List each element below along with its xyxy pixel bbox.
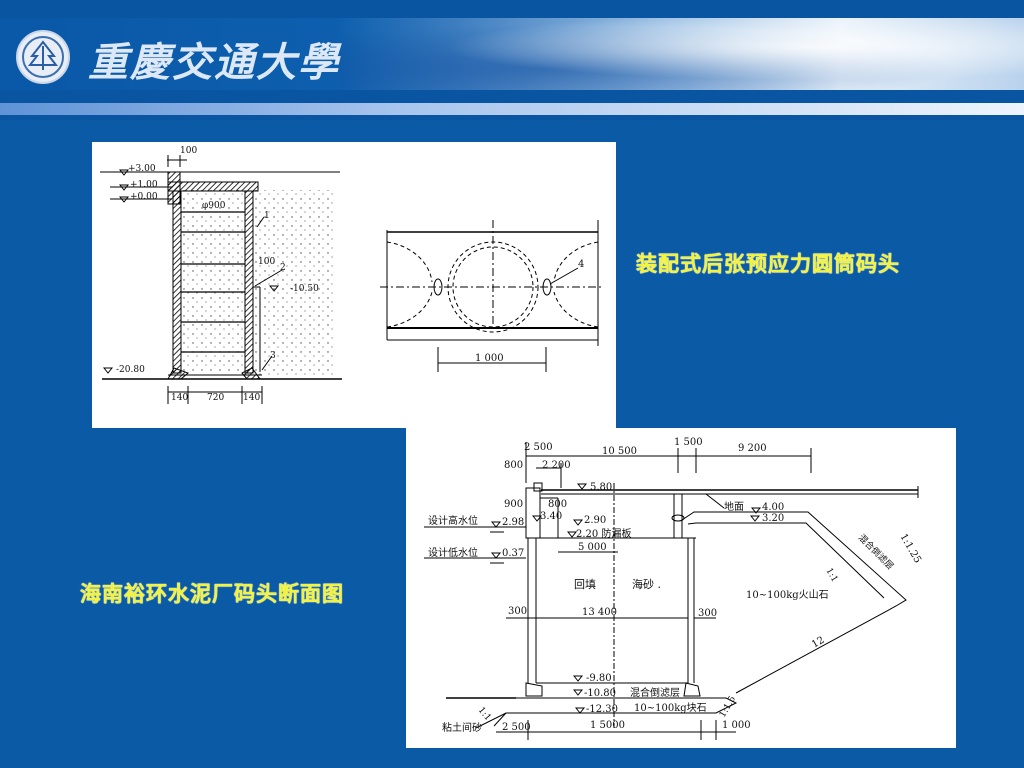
elevation-580: 5.80 — [590, 482, 612, 493]
volcanic-rock-label: 10~100kg火山石 — [746, 589, 829, 601]
elevation-m1230: -12.30 — [586, 704, 618, 715]
wharf-section-svg: 2 500 10 500 1 500 9 200 800 2 200 5.80 … — [424, 437, 923, 740]
dim-1500: 1 500 — [674, 437, 703, 448]
dim-140-right: 140 — [243, 393, 260, 403]
dim-900: 900 — [504, 499, 523, 510]
caption-cylinder-wharf: 装配式后张预应力圆筒码头 — [636, 252, 900, 276]
header-stripe — [0, 103, 1024, 115]
dim-2500-bottom: 2 500 — [502, 722, 531, 733]
wharf-section-drawing: 2 500 10 500 1 500 9 200 800 2 200 5.80 … — [406, 428, 956, 748]
dim-13400: 13 400 — [582, 607, 617, 618]
elevation-m1080: -10.80 — [584, 688, 616, 699]
dim-top: 100 — [180, 146, 197, 156]
dim-2200: 2 200 — [542, 460, 571, 471]
seal-icon — [22, 36, 64, 78]
slope-1-1-right: 1:1 — [823, 567, 839, 585]
dim-15000: 1 5000 — [590, 720, 625, 731]
cylinder-wharf-svg: 100 +3.00 +1.00 +0.00 φ900 1 100 2 -10.5… — [100, 146, 602, 404]
elevation-320: 3.20 — [762, 513, 784, 524]
dim-9200: 9 200 — [738, 443, 767, 454]
elevation-290: 2.90 — [584, 515, 606, 526]
clay-sand-label: 粘土间砂 — [442, 721, 482, 734]
elevation-220: 2.20 防漏板 — [576, 527, 631, 540]
elevation-037: 0.37 — [502, 548, 524, 559]
dim-100: 100 — [258, 257, 275, 267]
cylinder-wharf-drawing: 100 +3.00 +1.00 +0.00 φ900 1 100 2 -10.5… — [92, 142, 616, 428]
callout-4: 4 — [578, 259, 584, 270]
dim-2500-top: 2 500 — [524, 442, 553, 453]
dim-10500: 10 500 — [602, 446, 637, 457]
design-low-water-label: 设计低水位 — [428, 546, 478, 559]
filter-layer-label: 混合倒滤层 — [630, 686, 680, 699]
university-name: 重慶交通大學 — [88, 39, 340, 86]
diameter-label: φ900 — [202, 201, 226, 211]
backfill-label: 回填 — [574, 577, 596, 591]
dim-800b: 800 — [548, 499, 567, 510]
callout-3: 3 — [270, 351, 276, 361]
callout-1: 1 — [264, 211, 270, 221]
dim-800: 800 — [504, 460, 523, 471]
dim-300-left: 300 — [508, 606, 527, 617]
slope-1-125: 1:1.25 — [897, 532, 923, 565]
elevation-298: 2.98 — [502, 517, 524, 528]
caption-cement-plant-wharf: 海南裕环水泥厂码头断面图 — [80, 582, 344, 606]
elevation-m1050: -10.50 — [290, 284, 319, 294]
plan-dim-1000: 1 000 — [475, 353, 504, 364]
sea-sand-label: 海砂 . — [632, 577, 661, 591]
elevation-p000: +0.00 — [130, 192, 158, 202]
ground-label: 地面 — [724, 500, 744, 513]
dim-300-right: 300 — [698, 608, 717, 619]
dim-720: 720 — [207, 393, 224, 403]
banner-bridge-image — [340, 18, 1024, 90]
elevation-p300: +3.00 — [128, 164, 156, 174]
slope-12: 12 — [810, 635, 827, 651]
dim-1000: 1 000 — [722, 720, 751, 731]
dim-140-left: 140 — [171, 393, 188, 403]
elevation-m980: -9.80 — [586, 673, 612, 684]
dim-5000: 5 000 — [578, 542, 607, 553]
elevation-p100: +1.00 — [130, 180, 158, 190]
university-logo — [16, 30, 70, 84]
design-high-water-label: 设计高水位 — [428, 514, 478, 527]
block-stone-label: 10~100kg块石 — [634, 702, 707, 714]
filter-layer-slope-label: 混合倒滤层 — [856, 532, 896, 572]
elevation-400: 4.00 — [762, 502, 784, 513]
elevation-340: 3.40 — [540, 511, 562, 522]
elevation-m2080: -20.80 — [116, 365, 145, 375]
callout-2: 2 — [280, 263, 286, 273]
